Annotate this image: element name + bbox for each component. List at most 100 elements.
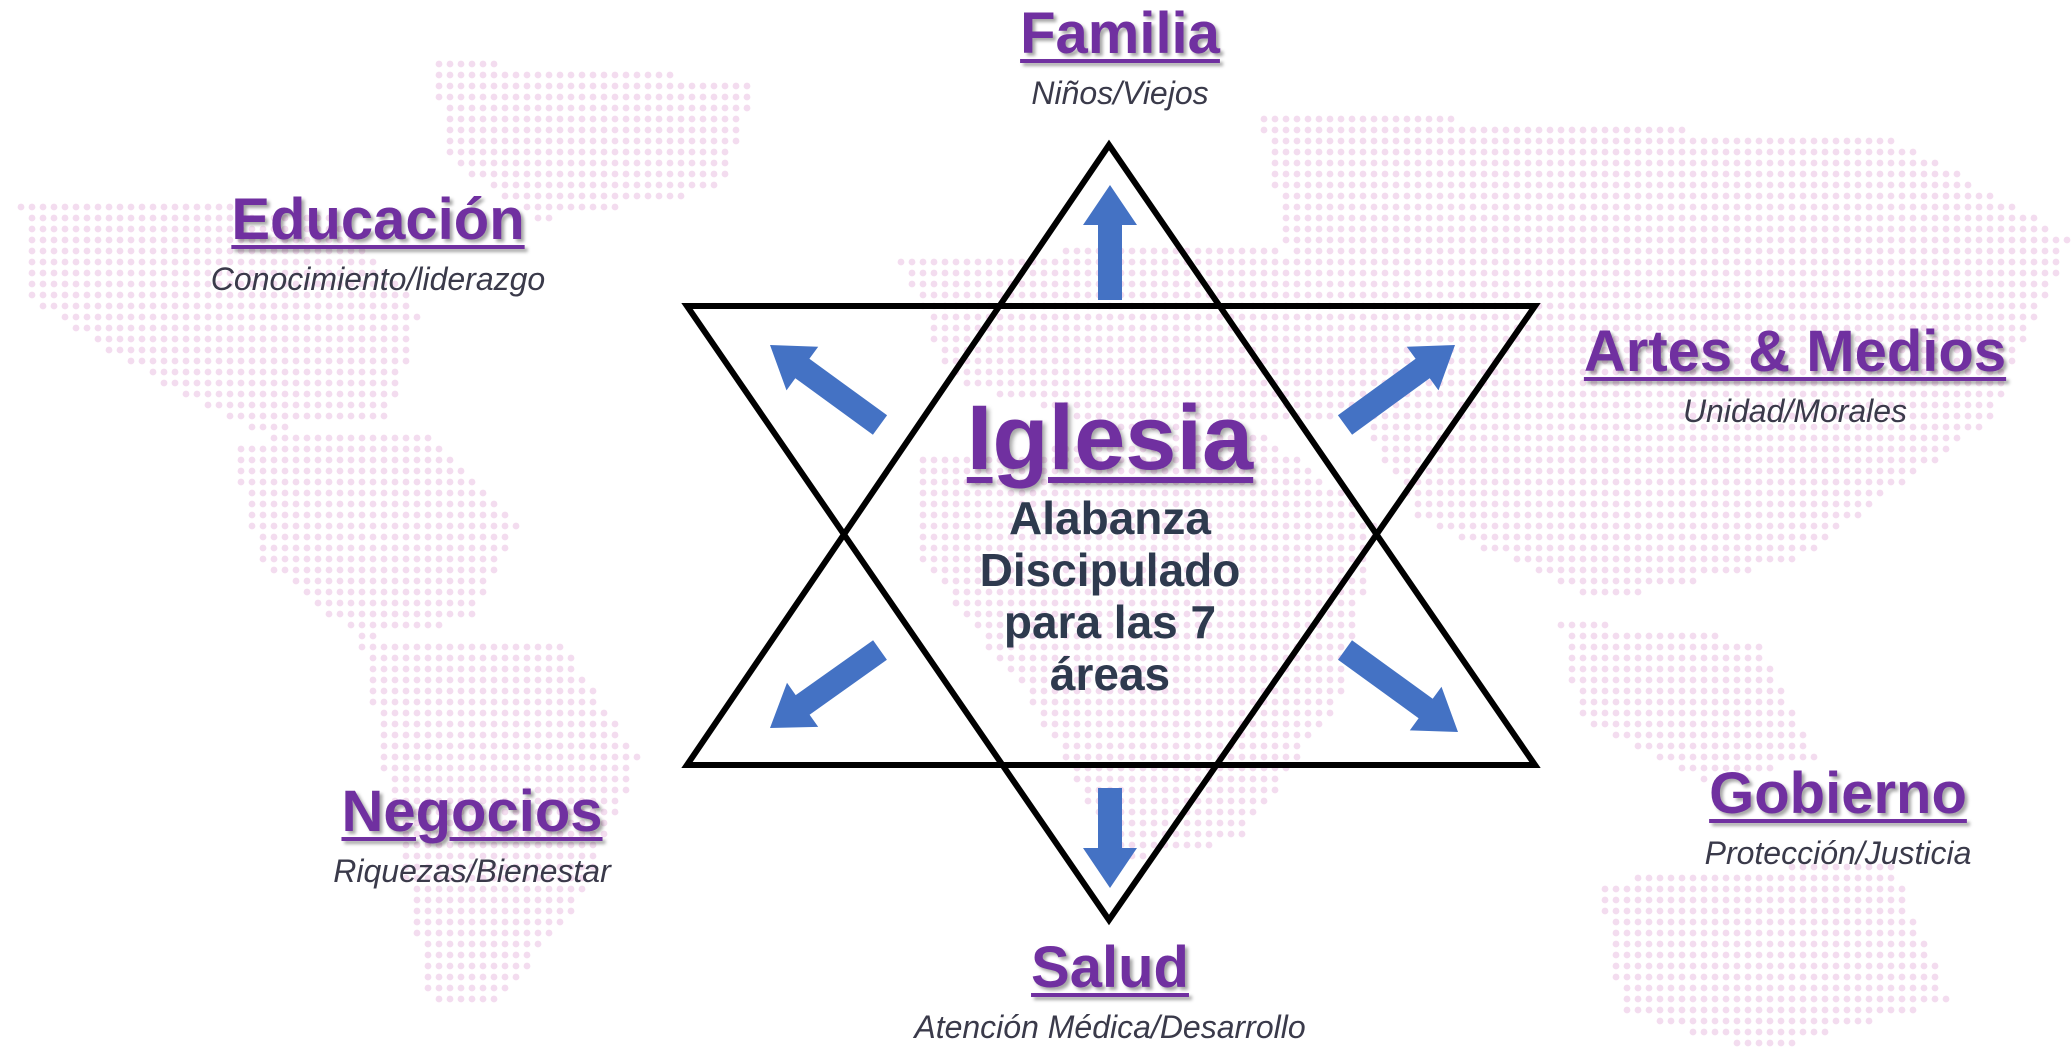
map-dot [985, 258, 993, 266]
map-dot [1656, 148, 1664, 156]
map-dot [1293, 192, 1301, 200]
map-dot [1634, 192, 1642, 200]
map-dot [182, 269, 190, 277]
map-dot [72, 214, 80, 222]
map-dot [1502, 126, 1510, 134]
map-dot [325, 269, 333, 277]
map-dot [721, 93, 729, 101]
map-dot [1535, 192, 1543, 200]
map-dot [1359, 247, 1367, 255]
map-dot [677, 192, 685, 200]
map-dot [567, 126, 575, 134]
map-dot [2008, 269, 2016, 277]
map-dot [1436, 192, 1444, 200]
map-dot [1557, 269, 1565, 277]
map-dot [1953, 170, 1961, 178]
map-dot [1777, 159, 1785, 167]
map-dot [1601, 269, 1609, 277]
map-dot [1711, 170, 1719, 178]
map-dot [446, 93, 454, 101]
map-dot [1568, 148, 1576, 156]
map-dot [644, 181, 652, 189]
map-dot [1810, 181, 1818, 189]
map-dot [1535, 236, 1543, 244]
map-dot [567, 170, 575, 178]
map-dot [1293, 225, 1301, 233]
map-dot [1766, 236, 1774, 244]
map-dot [567, 192, 575, 200]
map-dot [1755, 269, 1763, 277]
map-dot [1645, 137, 1653, 145]
map-dot [512, 104, 520, 112]
map-dot [611, 148, 619, 156]
map-dot [1700, 236, 1708, 244]
map-dot [1975, 247, 1983, 255]
map-dot [556, 71, 564, 79]
map-dot [1942, 269, 1950, 277]
map-dot [1557, 236, 1565, 244]
map-dot [105, 280, 113, 288]
map-dot [501, 159, 509, 167]
map-dot [1392, 225, 1400, 233]
map-dot [1546, 181, 1554, 189]
map-dot [83, 258, 91, 266]
map-dot [1403, 214, 1411, 222]
map-dot [1458, 247, 1466, 255]
map-dot [512, 159, 520, 167]
map-dot [1623, 225, 1631, 233]
map-dot [1601, 181, 1609, 189]
map-dot [1447, 181, 1455, 189]
map-dot [1942, 192, 1950, 200]
map-dot [534, 82, 542, 90]
map-dot [710, 93, 718, 101]
map-dot [1480, 203, 1488, 211]
map-dot [1392, 170, 1400, 178]
map-dot [1711, 258, 1719, 266]
map-dot [1326, 115, 1334, 123]
map-dot [710, 148, 718, 156]
map-dot [1623, 137, 1631, 145]
map-dot [83, 280, 91, 288]
map-dot [1667, 214, 1675, 222]
map-dot [1216, 280, 1224, 288]
map-dot [1953, 181, 1961, 189]
map-dot [1590, 192, 1598, 200]
map-dot [1469, 247, 1477, 255]
map-dot [556, 148, 564, 156]
map-dot [1370, 137, 1378, 145]
map-dot [1887, 203, 1895, 211]
map-dot [1931, 236, 1939, 244]
map-dot [160, 225, 168, 233]
map-dot [292, 258, 300, 266]
map-dot [578, 192, 586, 200]
map-dot [138, 203, 146, 211]
map-dot [1447, 159, 1455, 167]
map-dot [1458, 148, 1466, 156]
map-dot [1964, 236, 1972, 244]
map-dot [1612, 192, 1620, 200]
map-dot [600, 181, 608, 189]
map-dot [149, 225, 157, 233]
map-dot [149, 247, 157, 255]
map-dot [600, 126, 608, 134]
map-dot [61, 203, 69, 211]
map-dot [1975, 214, 1983, 222]
map-dot [1524, 159, 1532, 167]
map-dot [1370, 214, 1378, 222]
map-dot [1326, 181, 1334, 189]
map-dot [1337, 269, 1345, 277]
map-dot [1722, 225, 1730, 233]
map-dot [1348, 115, 1356, 123]
map-dot [204, 214, 212, 222]
map-dot [1414, 115, 1422, 123]
map-dot [534, 148, 542, 156]
map-dot [1711, 247, 1719, 255]
map-dot [468, 137, 476, 145]
map-dot [1557, 258, 1565, 266]
map-dot [1304, 192, 1312, 200]
map-dot [259, 247, 267, 255]
map-dot [1282, 170, 1290, 178]
map-dot [336, 247, 344, 255]
map-dot [1799, 148, 1807, 156]
map-dot [83, 225, 91, 233]
